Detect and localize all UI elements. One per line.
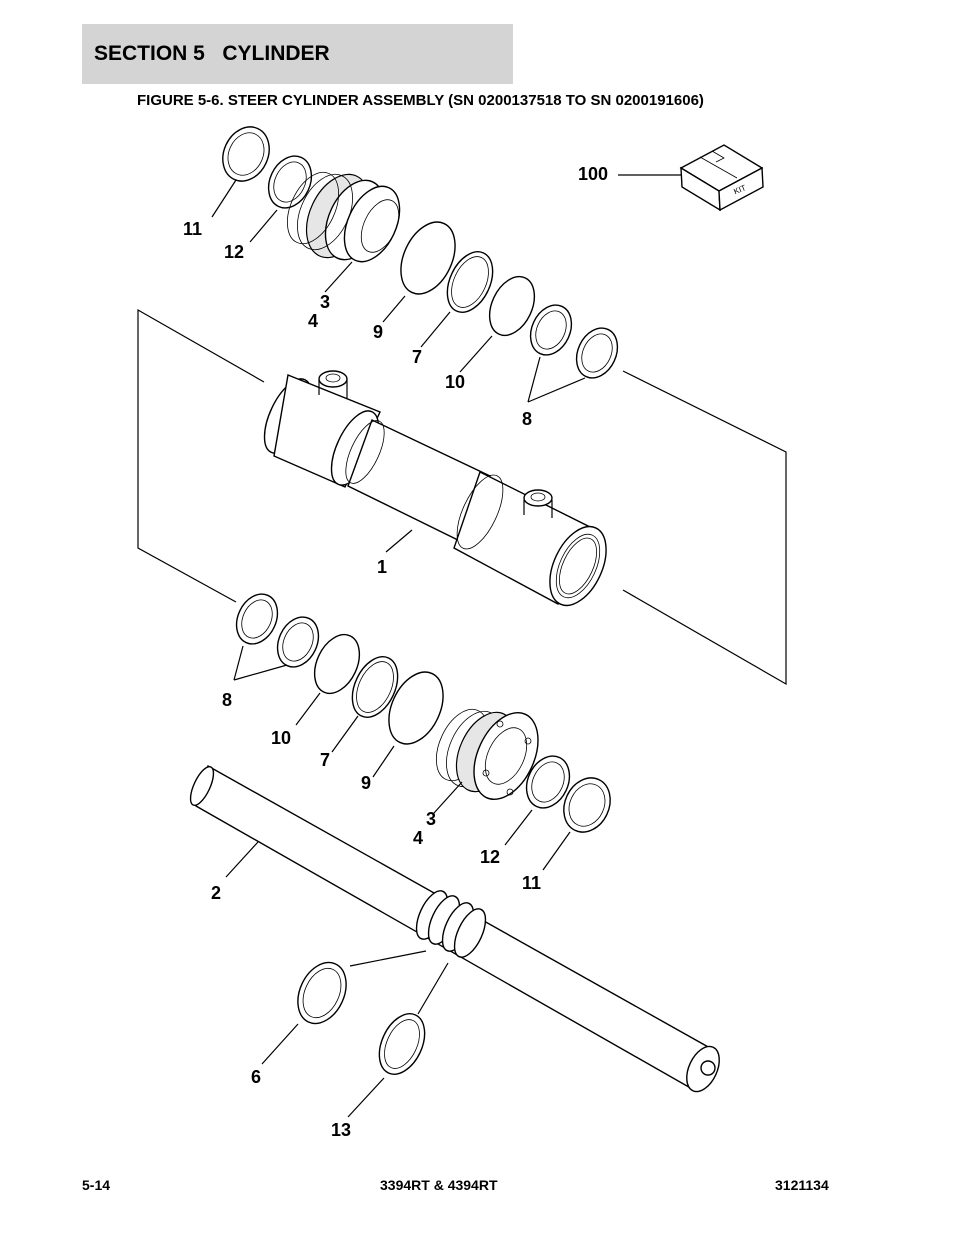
wiper-top-part — [222, 126, 270, 182]
wiper-bottom-part — [563, 777, 611, 833]
o-ring-top-part — [400, 221, 456, 295]
callout-3-bottom: 3 — [426, 809, 436, 829]
kit-label: KIT — [732, 183, 747, 196]
callout-13: 13 — [331, 1120, 351, 1140]
kit-box-icon: KIT — [679, 144, 764, 212]
callout-2: 2 — [211, 883, 221, 903]
callout-4-bottom: 4 — [413, 828, 423, 848]
callout-4-top: 4 — [308, 311, 318, 331]
barrel-part — [263, 370, 607, 607]
rod-part — [189, 764, 720, 1093]
head-bottom-part — [435, 708, 539, 801]
figure-title: FIGURE 5-6. STEER CYLINDER ASSEMBLY (SN … — [137, 92, 704, 109]
envelope-right — [622, 370, 787, 686]
o-ring-bottom-part — [388, 671, 444, 745]
document-number: 3121134 — [775, 1177, 829, 1193]
callout-12-bottom: 12 — [480, 847, 500, 867]
model-name: 3394RT & 4394RT — [380, 1177, 498, 1193]
backup-ring-bottom-part — [525, 755, 571, 809]
page-number: 5-14 — [82, 1177, 111, 1193]
envelope-left — [137, 308, 265, 603]
section-title: SECTION 5 CYLINDER — [94, 42, 330, 65]
callout-1: 1 — [377, 557, 387, 577]
callout-100: 100 — [578, 164, 608, 184]
callout-9-top: 9 — [373, 322, 383, 342]
backup-ring-top-part — [267, 155, 313, 209]
ring-10-top-part — [488, 275, 536, 337]
callout-11-top: 11 — [183, 219, 202, 239]
callout-8-top: 8 — [522, 409, 532, 429]
wear-ring-part — [297, 961, 347, 1025]
callout-8-bottom: 8 — [222, 690, 232, 710]
ring-10-bottom-part — [313, 633, 361, 695]
seal-bottom-part — [351, 656, 399, 718]
callout-7-bottom: 7 — [320, 750, 330, 770]
bearing-top-part — [529, 304, 619, 379]
callout-9-bottom: 9 — [361, 773, 371, 793]
head-top-part — [286, 171, 401, 263]
section-header: SECTION 5 CYLINDER — [82, 24, 513, 84]
callout-11-bottom: 11 — [522, 873, 541, 893]
callout-10-bottom: 10 — [271, 728, 291, 748]
callout-7-top: 7 — [412, 347, 422, 367]
callout-6: 6 — [251, 1067, 261, 1087]
bearing-bottom-part — [235, 593, 320, 668]
callout-12-top: 12 — [224, 242, 244, 262]
callout-3-top: 3 — [320, 292, 330, 312]
seal-top-part — [446, 251, 494, 313]
callout-10-top: 10 — [445, 372, 465, 392]
piston-seal-part — [378, 1013, 426, 1075]
